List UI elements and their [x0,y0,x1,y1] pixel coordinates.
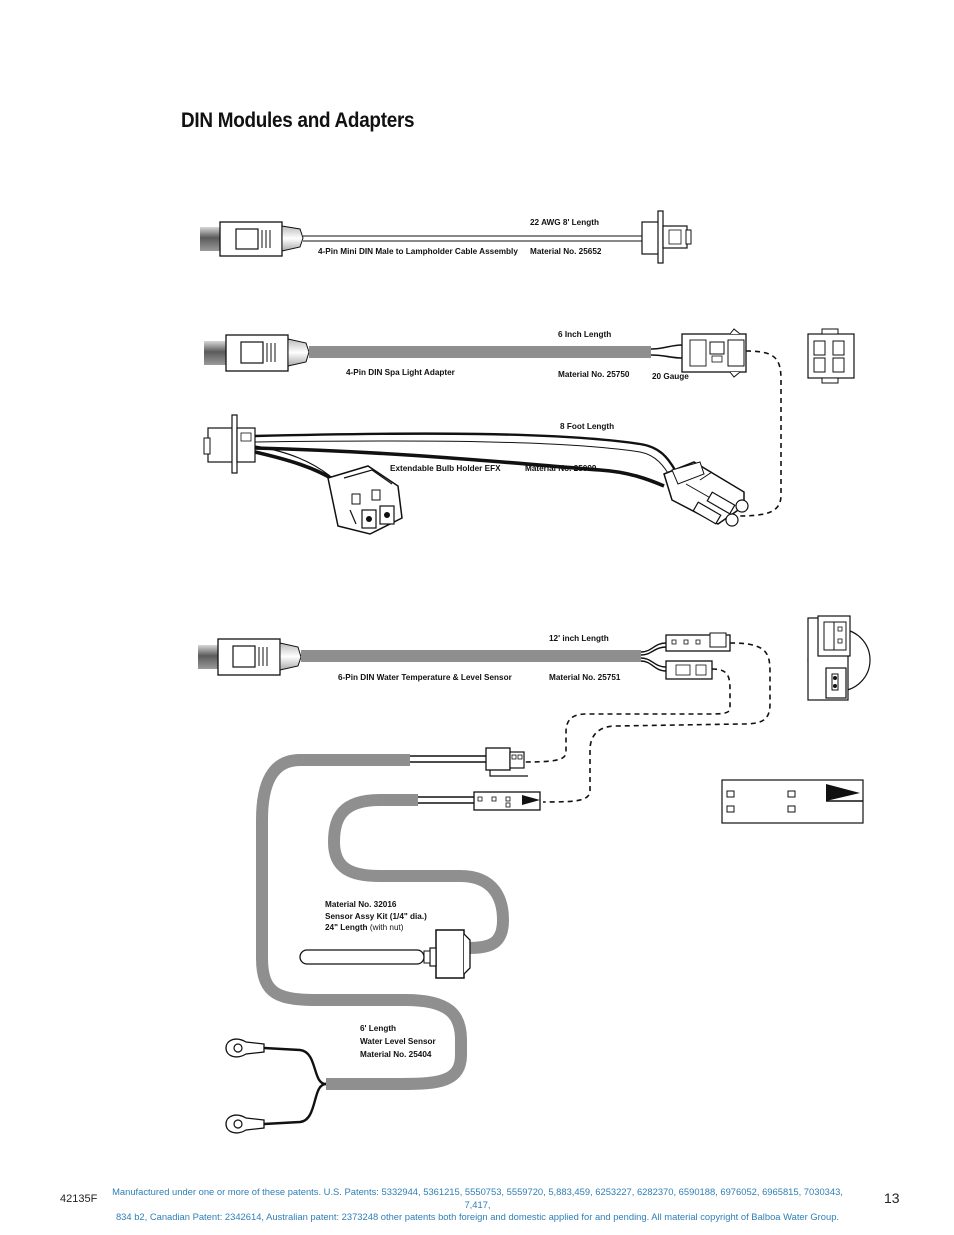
din-plug-body [225,334,289,372]
sensor-kit-note: (with nut) [370,923,404,932]
patent-notice: Manufactured under one or more of these … [105,1186,850,1224]
spa-light-name-label: 4-Pin DIN Spa Light Adapter [346,368,456,377]
water-level-material-label: Material No. 25404 [360,1050,432,1059]
connector-face-view [807,328,855,384]
din-plug-body [219,221,283,257]
sensor-connector-face-view [807,615,871,701]
temp-level-sensor-cable [198,632,731,680]
lamp-cable-name-label: 4-Pin Mini DIN Male to Lampholder Cable … [318,247,518,256]
two-pin-plug [485,747,528,777]
strain-relief [279,642,302,671]
bulb-holder-length-label: 8 Foot Length [560,422,614,431]
din-plug-body [217,638,281,676]
water-level-length-label: 6' Length [360,1024,396,1033]
molex-plug [663,461,749,527]
wiring-diagram: 22 AWG 8' Length 4-Pin Mini DIN Male to … [198,210,871,1134]
connector-top-view [721,779,864,824]
dashed-mating-line [522,668,731,763]
bulb-holder-efx [203,414,749,535]
lampholder-connector [641,210,692,264]
dashed-mating-line [737,350,782,517]
page-title: DIN Modules and Adapters [181,109,415,132]
sensor-kit-material-label: Material No. 32016 [325,900,397,909]
water-level-name-label: Water Level Sensor [360,1037,436,1046]
lamp-cable-material-label: Material No. 25652 [530,247,602,256]
dashed-mating-line [542,642,771,803]
bulb-holder-name-label: Extendable Bulb Holder EFX [390,464,501,473]
three-pin-connector [665,632,731,652]
bulb-socket-flange [203,414,256,474]
ring-terminal-top [225,1038,265,1058]
sensor-kit-length: 24" Length [325,923,368,932]
two-pin-socket [327,465,403,535]
document-code: 42135F [60,1193,98,1205]
temp-sensor-length-label: 12' inch Length [549,634,609,643]
patent-line-2: 834 b2, Canadian Patent: 2342614, Austra… [115,1211,840,1222]
din-plug-tip [198,645,218,669]
sensor-assy-kit [299,791,541,979]
ring-terminal-bottom [225,1114,265,1134]
din-plug-tip [200,227,220,251]
bulb-holder-material-label: Material No. 25099 [525,464,597,473]
probe-rod [299,949,425,965]
temp-sensor-name-label: 6-Pin DIN Water Temperature & Level Sens… [338,673,513,682]
gray-cable [301,650,641,662]
spa-light-length-label: 6 Inch Length [558,330,611,339]
gray-cable-loop [327,794,510,954]
din-plug-tip [204,341,226,365]
gray-cable [309,346,651,358]
patent-line-1: Manufactured under one or more of these … [112,1186,843,1210]
two-pin-connector [665,660,713,680]
spa-light-material-label: Material No. 25750 [558,370,630,379]
spa-light-gauge-label: 20 Gauge [652,372,689,381]
strain-relief [287,338,310,367]
temp-sensor-material-label: Material No. 25751 [549,673,621,682]
water-level-sensor [225,747,528,1134]
strain-relief [281,225,304,252]
sensor-kit-length-label: 24" Length (with nut) [325,923,404,932]
lamp-cable-length-label: 22 AWG 8' Length [530,218,599,227]
molex-connector [681,328,747,378]
page-number: 13 [884,1190,900,1206]
spa-light-adapter [204,328,855,384]
lamp-cable-assembly [200,210,692,264]
sensor-kit-name-label: Sensor Assy Kit (1/4" dia.) [325,912,427,921]
probe-nut [423,929,471,979]
sensor-plug [473,791,541,811]
gray-cable-loop [256,754,467,1090]
